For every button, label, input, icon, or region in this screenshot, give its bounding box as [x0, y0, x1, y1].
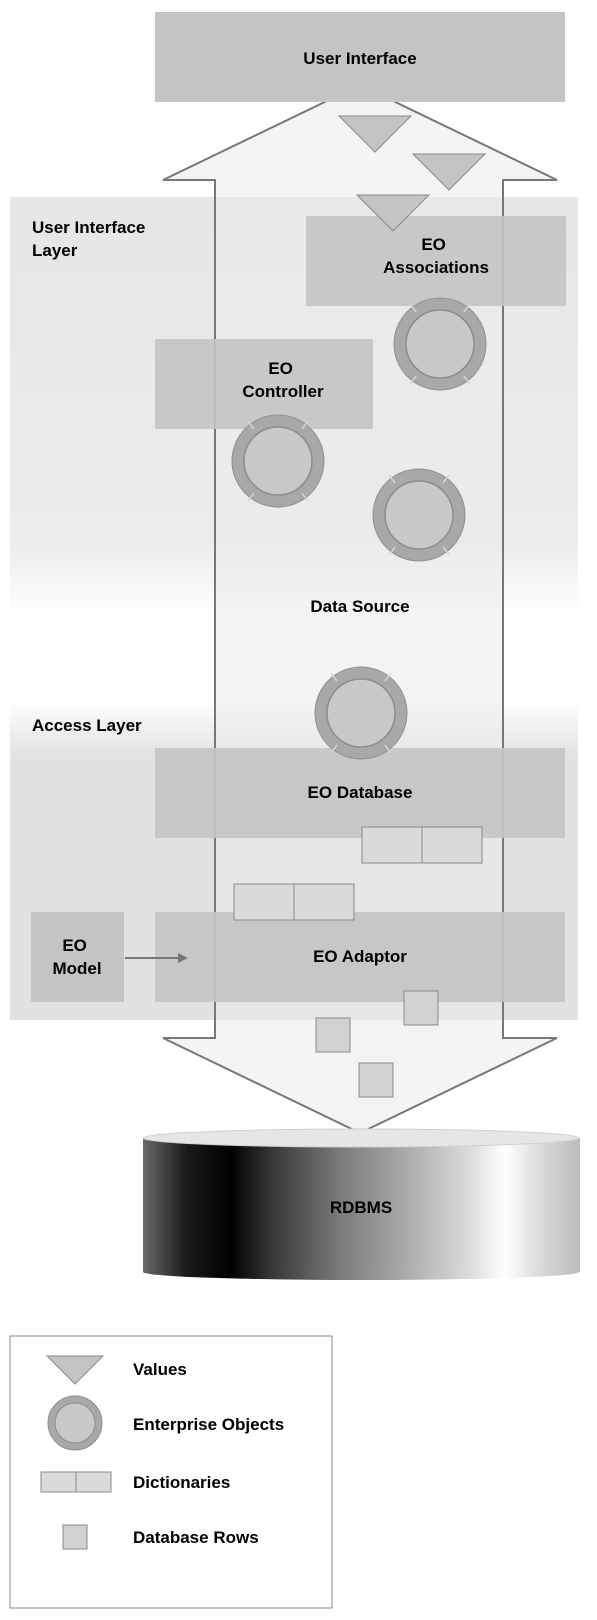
- enterprise-object: [393, 297, 487, 391]
- legend-values-icon: [45, 1355, 105, 1385]
- dictionary: [361, 826, 483, 864]
- legend-values-label: Values: [133, 1360, 187, 1379]
- model-to-adaptor-arrowhead: [178, 953, 188, 963]
- database-row: [315, 1017, 351, 1053]
- legend: Values Enterprise Objects Dictionaries D…: [9, 1335, 333, 1609]
- legend-database-rows-icon: [62, 1524, 88, 1550]
- data-source-label: Data Source: [310, 597, 409, 616]
- legend-frame: [9, 1335, 333, 1609]
- legend-database-rows-label: Database Rows: [133, 1528, 259, 1547]
- database-row: [403, 990, 439, 1026]
- rdbms-cylinder: [142, 1128, 580, 1280]
- eo-controller-box: [155, 339, 373, 429]
- eo-controller-label: EO Controller: [242, 359, 324, 401]
- user-interface-box: [155, 12, 565, 102]
- legend-enterprise-objects-label: Enterprise Objects: [133, 1415, 284, 1434]
- eo-adaptor-label: EO Adaptor: [313, 947, 407, 966]
- eo-database-label: EO Database: [308, 783, 413, 802]
- dictionary: [233, 883, 355, 921]
- legend-dictionaries-icon: [40, 1471, 112, 1493]
- eo-database-box: [155, 748, 565, 838]
- legend-enterprise-objects-icon: [47, 1395, 103, 1451]
- eo-associations-label: EO Associations: [383, 235, 489, 277]
- rdbms-label: RDBMS: [330, 1198, 392, 1217]
- enterprise-object: [231, 414, 325, 508]
- eo-associations-box: [306, 216, 566, 306]
- eo-adaptor-box: [155, 912, 565, 1002]
- legend-dictionaries-label: Dictionaries: [133, 1473, 230, 1492]
- eo-model-label: EO Model: [52, 936, 101, 978]
- enterprise-object: [314, 666, 408, 760]
- user-interface-label: User Interface: [303, 49, 416, 68]
- enterprise-object: [372, 468, 466, 562]
- eo-model-box: [31, 912, 124, 1002]
- access-layer-label: Access Layer: [32, 716, 142, 735]
- user-interface-layer-label: User Interface Layer: [32, 218, 150, 260]
- database-row: [358, 1062, 394, 1098]
